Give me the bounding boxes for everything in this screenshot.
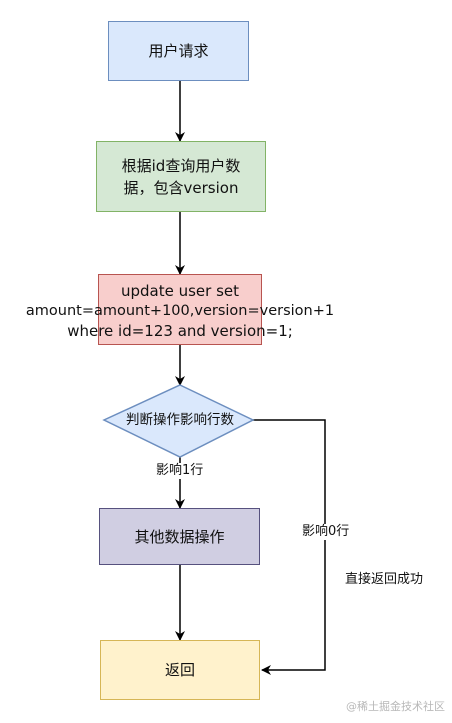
query-user-node: 根据id查询用户数 据，包含version xyxy=(96,141,266,212)
check-affected-label: 判断操作影响行数 xyxy=(126,412,234,428)
query-user-label-line2: 据，包含version xyxy=(123,178,239,197)
arrow-check-to-return xyxy=(253,419,326,675)
check-affected-diamond xyxy=(102,384,255,458)
other-ops-node: 其他数据操作 xyxy=(99,508,260,565)
return-label: 返回 xyxy=(164,661,195,679)
update-sql-node xyxy=(98,274,262,345)
affected-zero-label: 影响0行 xyxy=(301,524,351,540)
user-request-node: 用户请求 xyxy=(108,21,249,81)
user-request-label: 用户请求 xyxy=(148,42,209,60)
affected-one-label: 影响1行 xyxy=(155,463,205,479)
direct-success-label: 直接返回成功 xyxy=(345,572,424,587)
watermark-text: @稀土掘金技术社区 xyxy=(346,700,445,713)
update-sql-line1: update user set xyxy=(120,282,240,300)
return-node: 返回 xyxy=(100,640,260,700)
other-ops-label: 其他数据操作 xyxy=(134,527,225,546)
update-sql-line3: where id=123 and version=1; xyxy=(67,322,293,340)
update-sql-line2: amount=amount+100,version=version+1 xyxy=(25,303,335,319)
query-user-label-line1: 根据id查询用户数 xyxy=(121,156,241,175)
